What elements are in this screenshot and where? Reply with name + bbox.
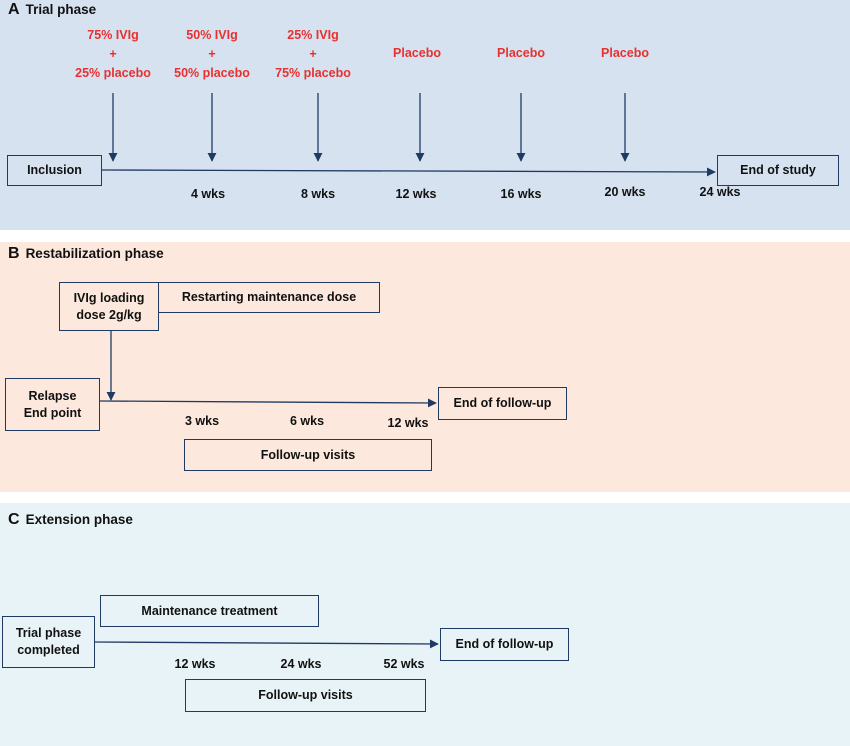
relapse-line1: Relapse bbox=[28, 388, 77, 403]
timepoint-a-20wks: 20 wks bbox=[604, 185, 646, 199]
panel-c-letter: C bbox=[8, 511, 20, 528]
completed-line2: completed bbox=[17, 643, 80, 657]
timepoint-c-52wks: 52 wks bbox=[383, 657, 425, 671]
dose-label-1: 75% IVIg +25% placebo bbox=[75, 26, 151, 83]
panel-a-letter: A bbox=[8, 1, 20, 18]
dose-2-line1: 50% IVIg bbox=[186, 28, 238, 42]
timepoint-c-12wks: 12 wks bbox=[174, 657, 216, 671]
loading-line1: IVIg loading bbox=[73, 290, 145, 305]
end-of-follow-up-box-b: End of follow-up bbox=[438, 387, 567, 420]
loading-line2: dose 2g/kg bbox=[76, 307, 142, 322]
end-of-follow-up-box-c: End of follow-up bbox=[440, 628, 569, 661]
panel-b-title: B Restabilization phase bbox=[8, 245, 164, 263]
panel-b-letter: B bbox=[8, 245, 20, 262]
timepoint-a-4wks: 4 wks bbox=[190, 187, 226, 201]
timepoint-a-8wks: 8 wks bbox=[300, 187, 336, 201]
restarting-maintenance-box: Restarting maintenance dose bbox=[158, 282, 380, 313]
dose-1-line3: 25% placebo bbox=[75, 66, 151, 80]
end-of-study-box: End of study bbox=[717, 155, 839, 186]
dose-label-2: 50% IVIg +50% placebo bbox=[174, 26, 250, 83]
dose-3-line3: 75% placebo bbox=[275, 66, 351, 80]
inclusion-box: Inclusion bbox=[7, 155, 102, 186]
dose-label-5: Placebo bbox=[497, 46, 545, 60]
panel-restabilization-phase bbox=[0, 242, 850, 492]
dose-label-4: Placebo bbox=[393, 46, 441, 60]
panel-b-title-text: Restabilization phase bbox=[25, 246, 164, 261]
dose-label-3: 25% IVIg +75% placebo bbox=[275, 26, 351, 83]
panel-c-title: C Extension phase bbox=[8, 511, 133, 529]
timepoint-a-16wks: 16 wks bbox=[500, 187, 542, 201]
ivig-loading-box: IVIg loading dose 2g/kg bbox=[59, 282, 159, 331]
relapse-line2: End point bbox=[23, 405, 82, 420]
dose-2-line3: 50% placebo bbox=[174, 66, 250, 80]
dose-1-line1: 75% IVIg bbox=[87, 28, 139, 42]
dose-3-line2: + bbox=[309, 47, 317, 61]
trial-phase-completed-box: Trial phase completed bbox=[2, 616, 95, 668]
follow-up-visits-box-b: Follow-up visits bbox=[184, 439, 432, 471]
panel-trial-phase bbox=[0, 0, 850, 230]
timepoint-a-12wks: 12 wks bbox=[395, 187, 437, 201]
timepoint-c-24wks: 24 wks bbox=[280, 657, 322, 671]
timepoint-b-3wks: 3 wks bbox=[184, 414, 220, 428]
dose-3-line1: 25% IVIg bbox=[287, 28, 339, 42]
panel-a-title: A Trial phase bbox=[8, 1, 96, 19]
panel-a-title-text: Trial phase bbox=[25, 2, 97, 17]
timepoint-a-24wks: 24 wks bbox=[699, 185, 741, 199]
timepoint-b-12wks: 12 wks bbox=[387, 416, 429, 430]
dose-label-6: Placebo bbox=[601, 46, 649, 60]
timepoint-b-6wks: 6 wks bbox=[289, 414, 325, 428]
follow-up-visits-box-c: Follow-up visits bbox=[185, 679, 426, 712]
completed-line1: Trial phase bbox=[15, 626, 82, 640]
dose-1-line2: + bbox=[109, 47, 117, 61]
maintenance-treatment-box: Maintenance treatment bbox=[100, 595, 319, 627]
dose-2-line2: + bbox=[208, 47, 216, 61]
panel-c-title-text: Extension phase bbox=[25, 512, 133, 527]
